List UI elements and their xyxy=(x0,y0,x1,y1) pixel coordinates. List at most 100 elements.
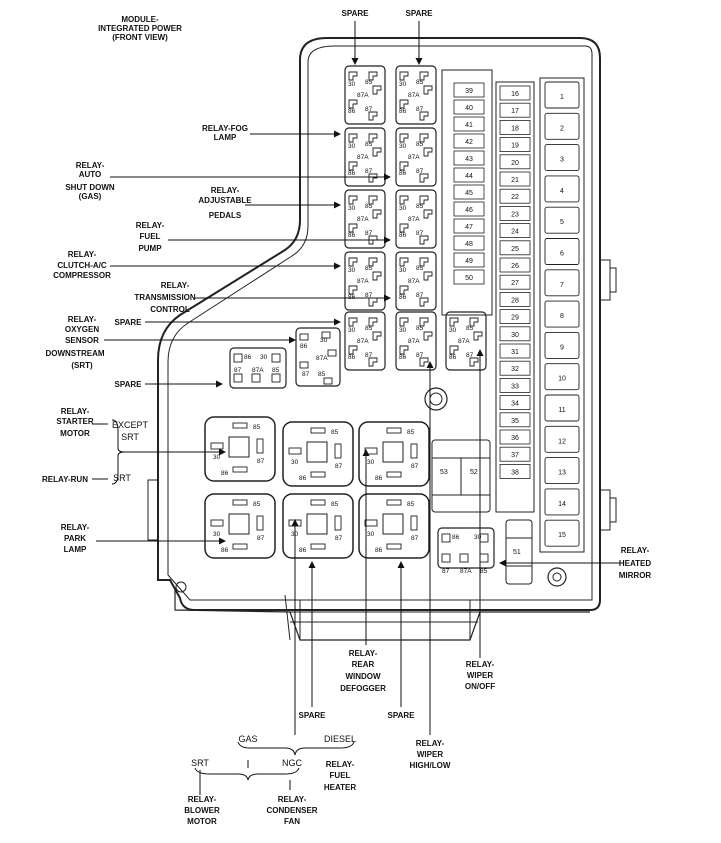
pin-label: 87 xyxy=(442,568,450,575)
fuse-label: 37 xyxy=(511,452,519,459)
label-condenser-1: RELAY- xyxy=(278,795,307,804)
label-diesel: DIESEL xyxy=(324,734,356,744)
cartridge-fuse xyxy=(544,363,580,391)
pin-87a: 87A xyxy=(357,338,369,345)
fuse-slot xyxy=(499,463,531,479)
pin-85: 85 xyxy=(466,325,474,332)
pin-85: 85 xyxy=(407,429,415,436)
label-blower-1: RELAY- xyxy=(188,795,217,804)
label-fuel-heater-3: HEATER xyxy=(324,783,357,792)
label-condenser-2: CONDENSER xyxy=(266,806,317,815)
cartridge-fuse xyxy=(544,300,580,328)
pin-85: 85 xyxy=(365,203,373,210)
label-o2-2: OXYGEN xyxy=(65,325,99,334)
pin-30: 30 xyxy=(348,267,356,274)
fuse-slot xyxy=(453,201,485,217)
label-except-1: EXCEPT xyxy=(112,420,149,430)
cartridge-fuse xyxy=(544,112,580,140)
pin-85: 85 xyxy=(253,424,261,431)
cartridge-fuse-label: 15 xyxy=(558,532,566,539)
pin-86: 86 xyxy=(348,108,356,115)
label-park-3: LAMP xyxy=(64,545,87,554)
cartridge-fuse-label: 10 xyxy=(558,376,566,383)
label-spare-bottom-b: SPARE xyxy=(388,711,416,720)
label-fuel-heater-1: RELAY- xyxy=(326,760,355,769)
fuse-label: 33 xyxy=(511,383,519,390)
pin-label: 86 xyxy=(452,534,460,541)
fuse-slot xyxy=(453,235,485,251)
pin-86: 86 xyxy=(399,108,407,115)
label-clutch-1: RELAY- xyxy=(68,250,97,259)
pin-87: 87 xyxy=(365,168,373,175)
pin-87: 87 xyxy=(411,463,419,470)
pin-87a: 87A xyxy=(357,154,369,161)
pin-87: 87 xyxy=(365,352,373,359)
label-blower-2: BLOWER xyxy=(184,806,220,815)
pin-87: 87 xyxy=(416,230,424,237)
label-asd-4: (GAS) xyxy=(79,192,102,201)
fuse-slot xyxy=(499,326,531,342)
fuse-label: 29 xyxy=(511,315,519,322)
label-asd-3: SHUT DOWN xyxy=(65,183,115,192)
label-wiper-hl-1: RELAY- xyxy=(416,739,445,748)
fuse-slot xyxy=(499,360,531,376)
pin-87: 87 xyxy=(411,535,419,542)
pin-86: 86 xyxy=(299,547,307,554)
cartridge-fuse xyxy=(544,81,580,109)
cartridge-fuse-label: 11 xyxy=(558,407,565,414)
pin-label: 85 xyxy=(272,367,280,374)
fuse-label: 28 xyxy=(511,297,519,304)
fuse-slot xyxy=(499,429,531,445)
mini-fuse-block-b: 1617181920212223242526272829303132333435… xyxy=(495,81,535,513)
fuse-label: 39 xyxy=(465,88,473,95)
pin-85: 85 xyxy=(416,265,424,272)
fuse-53: 53 xyxy=(440,469,448,476)
fuse-label: 25 xyxy=(511,246,519,253)
fuse-label: 20 xyxy=(511,160,519,167)
fuse-label: 26 xyxy=(511,263,519,270)
label-heated-2: HEATED xyxy=(619,559,652,568)
pin-85: 85 xyxy=(365,79,373,86)
fuse-label: 46 xyxy=(465,207,473,214)
label-wiper-hl-2: WIPER xyxy=(417,750,443,759)
cartridge-fuse-label: 1 xyxy=(560,94,564,101)
pin-87: 87 xyxy=(416,352,424,359)
pin-87: 87 xyxy=(257,458,265,465)
fuse-52: 52 xyxy=(470,469,478,476)
large-relay-group: 8530878685308786853087868530878685308786… xyxy=(204,416,430,559)
label-wiper-onoff-3: ON/OFF xyxy=(465,682,495,691)
label-fog-2: LAMP xyxy=(214,133,237,142)
label-starter-1: RELAY- xyxy=(61,407,90,416)
pin-30: 30 xyxy=(367,459,375,466)
cartridge-fuse xyxy=(544,425,580,453)
fuse-slot xyxy=(453,150,485,166)
cartridge-fuse-label: 14 xyxy=(558,501,566,508)
label-o2-4: DOWNSTREAM xyxy=(45,349,104,358)
fuse-slot xyxy=(499,154,531,170)
fuse-label: 41 xyxy=(465,122,473,129)
fuse-label: 18 xyxy=(511,125,519,132)
label-srt-left: SRT xyxy=(113,473,131,483)
pin-85: 85 xyxy=(416,141,424,148)
label-wiper-hl-3: HIGH/LOW xyxy=(410,761,451,770)
cartridge-fuse-label: 5 xyxy=(560,219,564,226)
pin-86: 86 xyxy=(221,470,229,477)
fuse-slot xyxy=(499,188,531,204)
fuse-slot xyxy=(499,377,531,393)
pin-87a: 87A xyxy=(408,92,420,99)
cartridge-fuse xyxy=(544,269,580,297)
pin-30: 30 xyxy=(291,459,299,466)
pin-85: 85 xyxy=(365,325,373,332)
fuse-label: 22 xyxy=(511,194,519,201)
label-fuel-3: PUMP xyxy=(138,244,162,253)
label-park-2: PARK xyxy=(64,534,86,543)
label-park-1: RELAY- xyxy=(61,523,90,532)
pin-87: 87 xyxy=(365,230,373,237)
cartridge-fuse xyxy=(544,331,580,359)
